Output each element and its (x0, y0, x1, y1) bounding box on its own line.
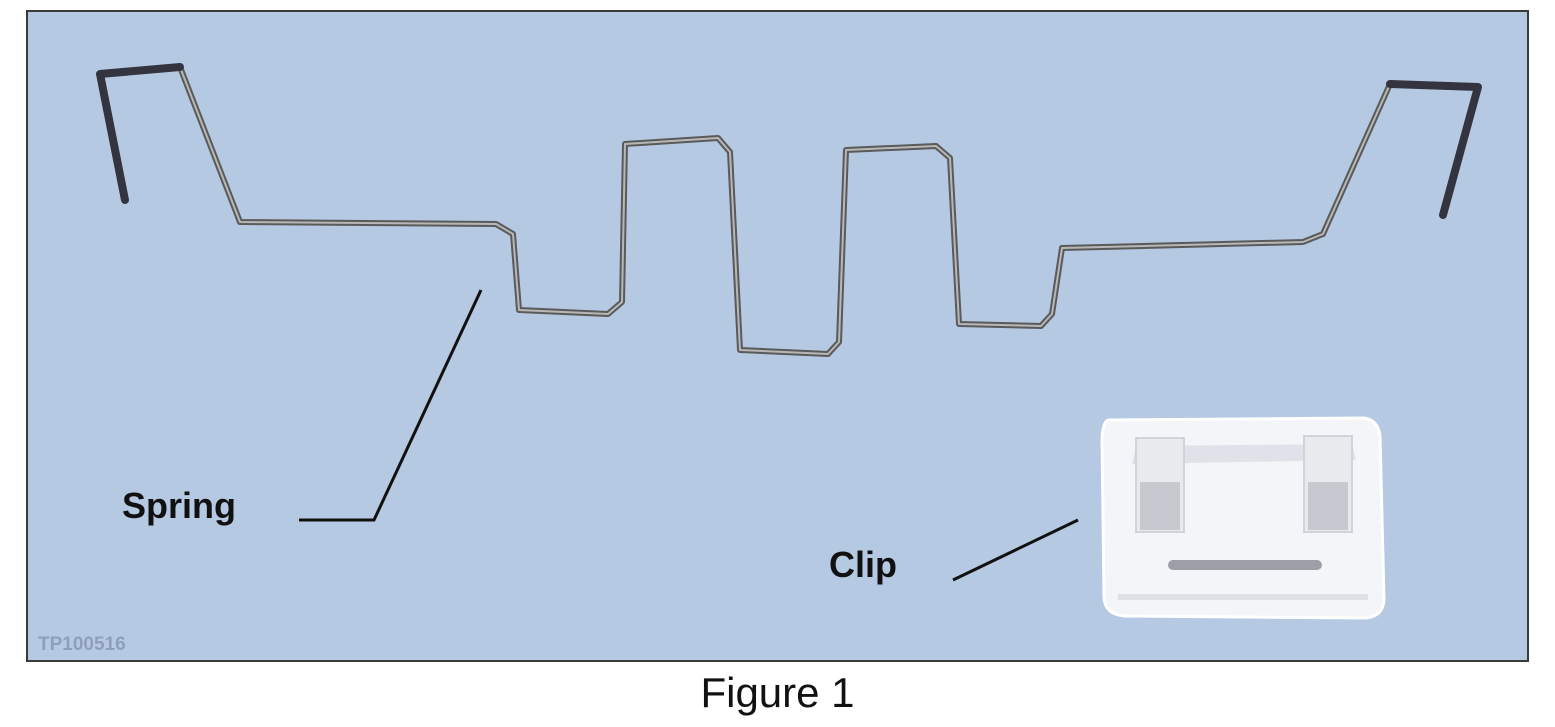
clip-leader-line (952, 518, 1079, 582)
figure-photo-panel: TP100516 (26, 10, 1529, 662)
spring-label: Spring (122, 485, 236, 526)
spring-leader-line (299, 289, 483, 522)
spring-left-end-hook (96, 63, 184, 204)
clip-part (1100, 416, 1386, 620)
figure-caption: Figure 1 (700, 669, 855, 716)
spring-right-end-hook (1386, 80, 1482, 219)
spring-wire (96, 63, 1482, 357)
clip-label: Clip (829, 544, 897, 585)
figure-illustration (28, 12, 1527, 660)
photo-id-watermark: TP100516 (38, 634, 126, 655)
